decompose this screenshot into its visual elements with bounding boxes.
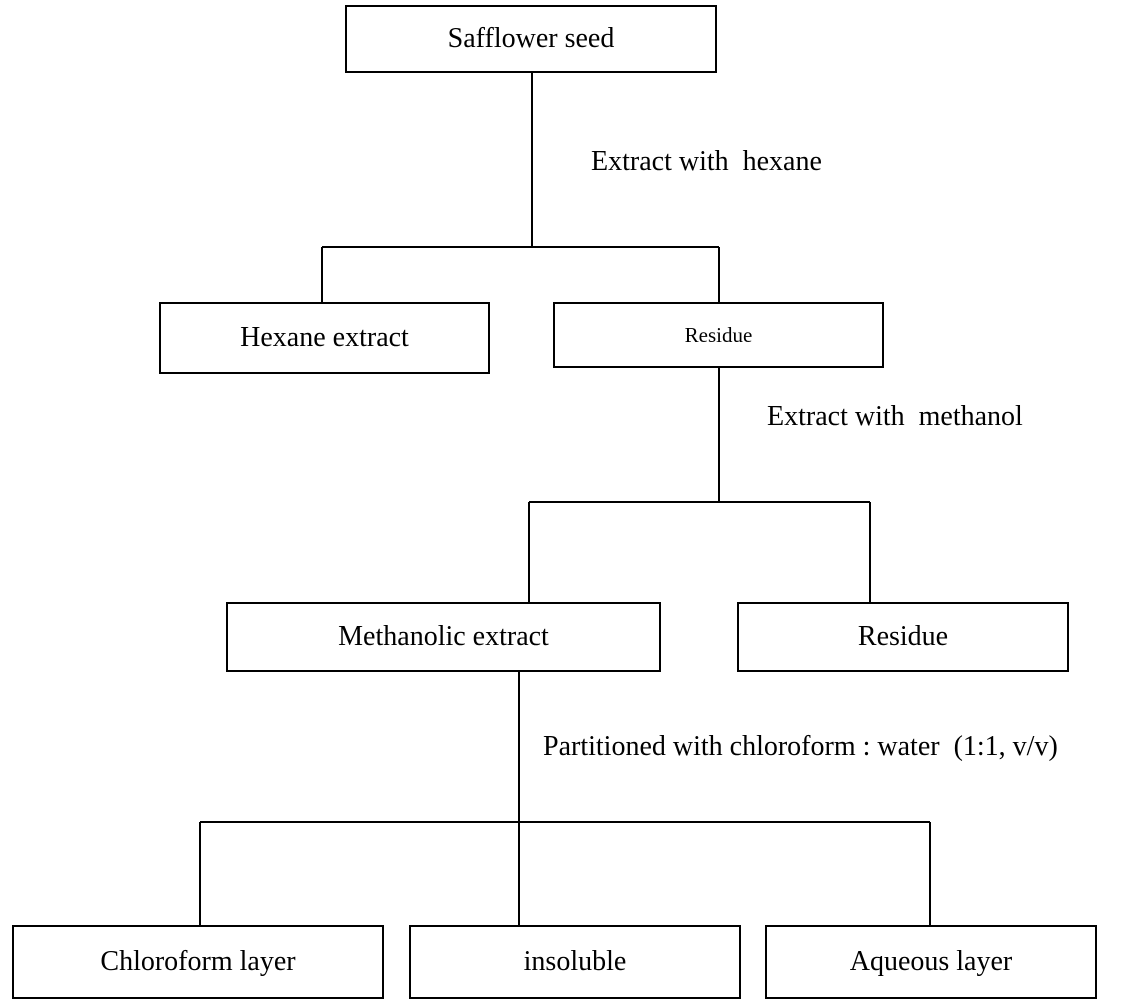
step-extract-hexane: Extract with hexane xyxy=(591,146,822,177)
node-chloroform-layer-label: Chloroform layer xyxy=(100,946,296,977)
step-extract-methanol: Extract with methanol xyxy=(767,401,1023,432)
node-residue-1: Residue xyxy=(553,302,884,368)
node-residue-2-label: Residue xyxy=(857,621,949,652)
node-safflower-seed-label: Safflower seed xyxy=(447,23,615,54)
node-safflower-seed: Safflower seed xyxy=(345,5,717,73)
node-insoluble-label: insoluble xyxy=(523,946,627,977)
node-residue-1-label: Residue xyxy=(684,322,753,347)
node-hexane-extract: Hexane extract xyxy=(159,302,490,374)
node-aqueous-layer-label: Aqueous layer xyxy=(849,946,1013,977)
node-methanolic-extract: Methanolic extract xyxy=(226,602,661,672)
step-partition: Partitioned with chloroform : water (1:1… xyxy=(543,731,1058,762)
node-chloroform-layer: Chloroform layer xyxy=(12,925,384,999)
node-hexane-extract-label: Hexane extract xyxy=(240,322,409,353)
node-methanolic-extract-label: Methanolic extract xyxy=(338,621,549,652)
node-residue-2: Residue xyxy=(737,602,1069,672)
node-aqueous-layer: Aqueous layer xyxy=(765,925,1097,999)
node-insoluble: insoluble xyxy=(409,925,741,999)
